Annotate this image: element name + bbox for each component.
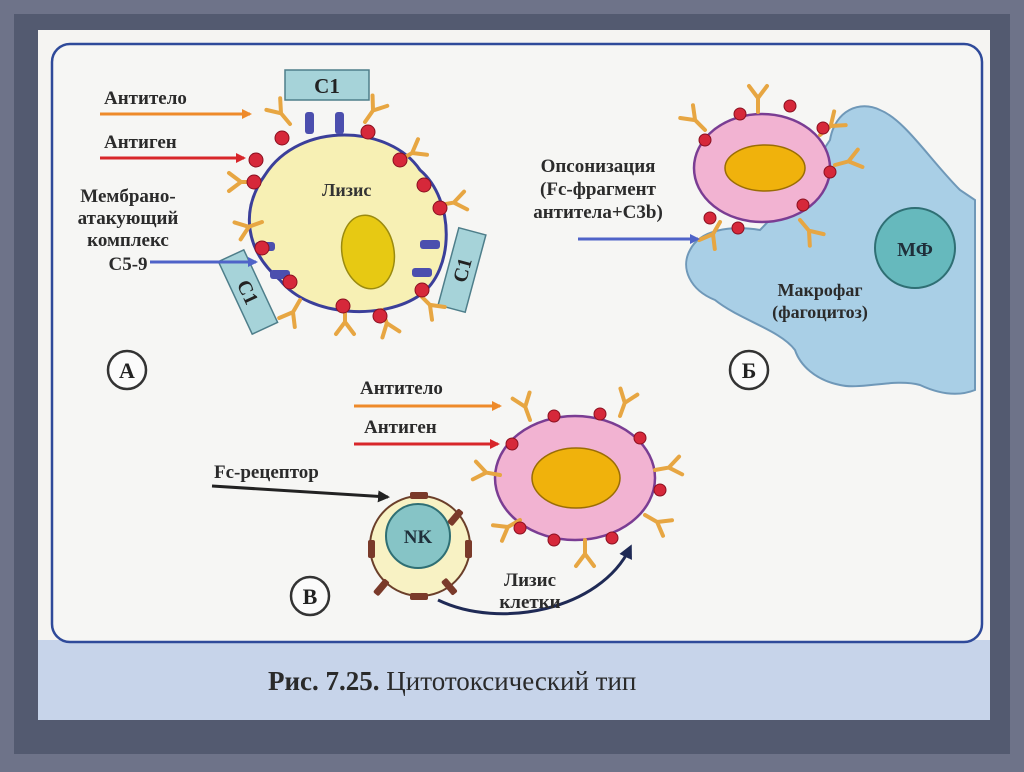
fc-receptor [465, 540, 472, 558]
opsonization-label-line1: Опсонизация [541, 156, 656, 177]
fc-receptor [410, 492, 428, 499]
antibody-label-c: Антитело [360, 378, 443, 399]
antigen [514, 522, 526, 534]
panel-c-letter: В [303, 584, 318, 609]
macrophage-label-line2: (фагоцитоз) [772, 302, 868, 323]
antigen [417, 178, 431, 192]
antigen [249, 153, 263, 167]
macrophage-label-line1: Макрофаг [778, 280, 863, 300]
cell-lysis-label-line1: Лизис [504, 570, 556, 591]
mac-label-line2: атакующий [78, 208, 179, 229]
antigen [548, 534, 560, 546]
figure-caption: Рис. 7.25. Цитотоксический тип [268, 666, 636, 696]
antigen [634, 432, 646, 444]
mac-pore [335, 112, 344, 134]
antigen [255, 241, 269, 255]
antigen [784, 100, 796, 112]
opsonized-cell-nucleus [725, 145, 805, 191]
antigen [824, 166, 836, 178]
mac-label-line3: комплекс [87, 230, 169, 251]
antigen-label-c: Антиген [364, 417, 437, 438]
antigen [594, 408, 606, 420]
antigen [817, 122, 829, 134]
figure-number: Рис. 7.25. [268, 666, 380, 696]
antigen [336, 299, 350, 313]
macrophage-nucleus-label: МФ [897, 239, 933, 261]
antigen [247, 175, 261, 189]
mac-pore [412, 268, 432, 277]
antigen [361, 125, 375, 139]
complement-c1-top-label: С1 [314, 74, 340, 98]
mac-pore [420, 240, 440, 249]
antigen [654, 484, 666, 496]
mac-label-line4: С5-9 [108, 254, 147, 275]
target-cell-c-nucleus [532, 448, 620, 508]
antigen [732, 222, 744, 234]
opsonization-label-line2: (Fc-фрагмент [540, 179, 657, 200]
fc-receptor-label: Fc-рецептор [214, 462, 319, 483]
antigen [433, 201, 447, 215]
antigen [393, 153, 407, 167]
antigen [797, 199, 809, 211]
panel-a-letter: А [119, 358, 135, 383]
antigen [415, 283, 429, 297]
antigen [506, 438, 518, 450]
opsonization-label-line3: антитела+С3b) [533, 202, 663, 223]
antigen [606, 532, 618, 544]
antigen [699, 134, 711, 146]
antigen [283, 275, 297, 289]
figure-title: Цитотоксический тип [386, 666, 636, 696]
antigen [548, 410, 560, 422]
antigen [704, 212, 716, 224]
fc-receptor [410, 593, 428, 600]
antibody-label-a: Антитело [104, 88, 187, 109]
antigen-label-a: Антиген [104, 132, 177, 153]
mac-pore [305, 112, 314, 134]
cell-lysis-label-line2: клетки [499, 592, 560, 613]
lysis-label-a: Лизис [322, 180, 371, 200]
fc-receptor [368, 540, 375, 558]
antigen [275, 131, 289, 145]
antigen [373, 309, 387, 323]
panel-b-letter: Б [742, 358, 757, 383]
nk-label: NK [404, 527, 433, 548]
mac-label-line1: Мембрано- [80, 186, 175, 207]
antigen [734, 108, 746, 120]
